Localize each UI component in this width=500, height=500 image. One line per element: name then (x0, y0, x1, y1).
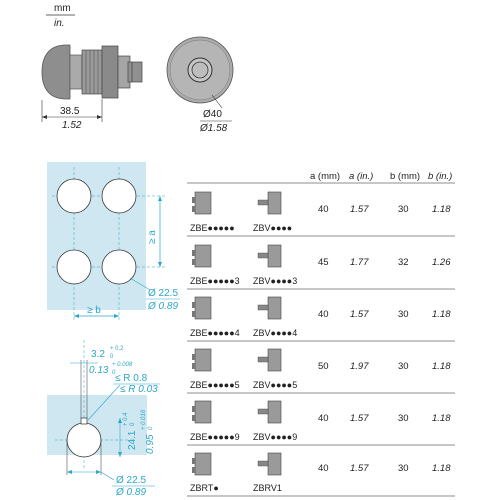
row-ref-zbv: ZBV●●●●4 (253, 328, 297, 338)
contact-block-icon (192, 452, 212, 476)
pushbutton-front-view: Ø40 Ø1.58 (166, 36, 234, 134)
cutout-label-a: ≥ a (147, 230, 158, 244)
keyed-hole-in: Ø 0.89 (115, 487, 146, 498)
unit-in: in. (54, 18, 65, 29)
radius-mm: ≤ R 0.8 (115, 373, 148, 384)
cutout-label-b: ≥ b (87, 305, 101, 316)
table-header: a (mm) a (in.) b (mm) b (in.) (310, 171, 452, 182)
row-ref-zbv: ZBV●●●●5 (253, 380, 297, 390)
unit-mm: mm (54, 3, 71, 14)
radius-in: ≤ R 0.03 (120, 384, 158, 395)
row-ref-zbe: ZBE●●●●●5 (190, 380, 240, 390)
height-mm-tol0: 0 (130, 422, 136, 426)
light-block-icon (257, 348, 282, 372)
height-in-tol: + 0.016 (141, 409, 147, 430)
row-ref-zbv: ZBV●●●● (253, 223, 292, 233)
row-a-mm: 40 (318, 204, 329, 215)
table-row: ZBE●●●●●3 ZBV●●●●3 45 1.77 32 1.26 (190, 244, 451, 286)
row-a-mm: 45 (318, 257, 329, 268)
table-row: ZBRT● ZBRV1 40 1.57 30 1.18 (190, 452, 451, 493)
key-width-in-tol: + 0.008 (112, 362, 133, 368)
row-ref-zbv: ZBV●●●●3 (253, 276, 297, 286)
key-width-mm-tol: + 0.2 (110, 346, 124, 352)
row-b-in: 1.18 (432, 413, 451, 424)
light-block-icon (257, 452, 282, 476)
row-b-mm: 30 (398, 463, 409, 474)
row-a-mm: 40 (318, 463, 329, 474)
light-block-icon (257, 244, 282, 268)
row-a-in: 1.57 (350, 413, 369, 424)
header-b-mm: b (mm) (390, 171, 420, 182)
row-b-in: 1.18 (432, 204, 451, 215)
contact-block-icon (192, 400, 212, 424)
row-b-mm: 32 (398, 257, 409, 268)
table-row: ZBE●●●●●4 ZBV●●●●4 40 1.57 30 1.18 (190, 296, 451, 338)
row-a-mm: 40 (318, 413, 329, 424)
light-block-icon (257, 296, 282, 320)
contact-block-icon (192, 348, 212, 372)
height-in: 0.95 (145, 434, 156, 454)
row-b-mm: 30 (398, 204, 409, 215)
cutout-hole-in: Ø 0.89 (147, 301, 178, 312)
header-a-in: a (in.) (349, 171, 373, 182)
row-ref-zbe: ZBRT● (190, 483, 219, 493)
row-ref-zbv: ZBV●●●●9 (253, 432, 297, 442)
row-a-mm: 40 (318, 309, 329, 320)
front-diameter-in: Ø1.58 (199, 123, 228, 134)
pushbutton-side-view: 38.5 1.52 (41, 44, 143, 131)
row-a-in: 1.77 (350, 257, 369, 268)
row-b-in: 1.26 (432, 257, 451, 268)
height-mm-tol: + 0.4 (123, 412, 129, 426)
key-width-mm-tol0: 0 (110, 354, 114, 360)
key-width-in: 0.13 (89, 365, 109, 376)
contact-block-icon (192, 191, 212, 215)
keyed-hole-mm: Ø 22.5 (116, 475, 146, 486)
front-diameter-mm: Ø40 (203, 109, 222, 120)
row-a-in: 1.57 (350, 204, 369, 215)
row-b-in: 1.18 (432, 463, 451, 474)
row-ref-zbe: ZBE●●●●●3 (190, 276, 240, 286)
light-block-icon (257, 191, 282, 215)
light-block-icon (257, 400, 282, 424)
row-a-mm: 50 (318, 361, 329, 372)
row-ref-zbe: ZBE●●●●●4 (190, 328, 240, 338)
side-width-in: 1.52 (62, 120, 82, 131)
keyed-cutout-drawing: 3.2 + 0.2 0 0.13 + 0.008 0 ≤ R 0.8 ≤ R 0… (47, 340, 160, 498)
table-row: ZBE●●●●●5 ZBV●●●●5 50 1.97 30 1.18 (190, 348, 451, 390)
header-b-in: b (in.) (428, 171, 452, 182)
row-a-in: 1.97 (350, 361, 369, 372)
units-legend: mm in. (46, 3, 75, 29)
key-width-mm: 3.2 (91, 349, 105, 360)
row-b-in: 1.18 (432, 309, 451, 320)
contact-block-icon (192, 244, 212, 268)
row-a-in: 1.57 (350, 463, 369, 474)
height-in-tol0: 0 (148, 426, 154, 430)
contact-block-icon (192, 296, 212, 320)
key-width-in-tol0: 0 (112, 370, 116, 376)
row-ref-zbe: ZBE●●●●●9 (190, 432, 240, 442)
row-b-mm: 30 (398, 361, 409, 372)
side-width-mm: 38.5 (60, 106, 80, 117)
dimension-table: ZBE●●●●● ZBV●●●● 40 1.57 30 1.18 ZBE●●●●… (187, 182, 455, 497)
table-row: ZBE●●●●● ZBV●●●● 40 1.57 30 1.18 (190, 191, 451, 233)
row-b-mm: 30 (398, 413, 409, 424)
height-mm: 24.1 (127, 430, 138, 450)
table-row: ZBE●●●●●9 ZBV●●●●9 40 1.57 30 1.18 (190, 400, 451, 442)
row-a-in: 1.57 (350, 309, 369, 320)
row-ref-zbe: ZBE●●●●● (190, 223, 235, 233)
panel-cutout-drawing: ≥ a ≥ b Ø 22.5 Ø 0.89 (47, 162, 180, 320)
cutout-hole-mm: Ø 22.5 (148, 288, 178, 299)
header-a-mm: a (mm) (310, 171, 340, 182)
row-b-in: 1.18 (432, 361, 451, 372)
row-ref-zbv: ZBRV1 (253, 483, 282, 493)
row-b-mm: 30 (398, 309, 409, 320)
